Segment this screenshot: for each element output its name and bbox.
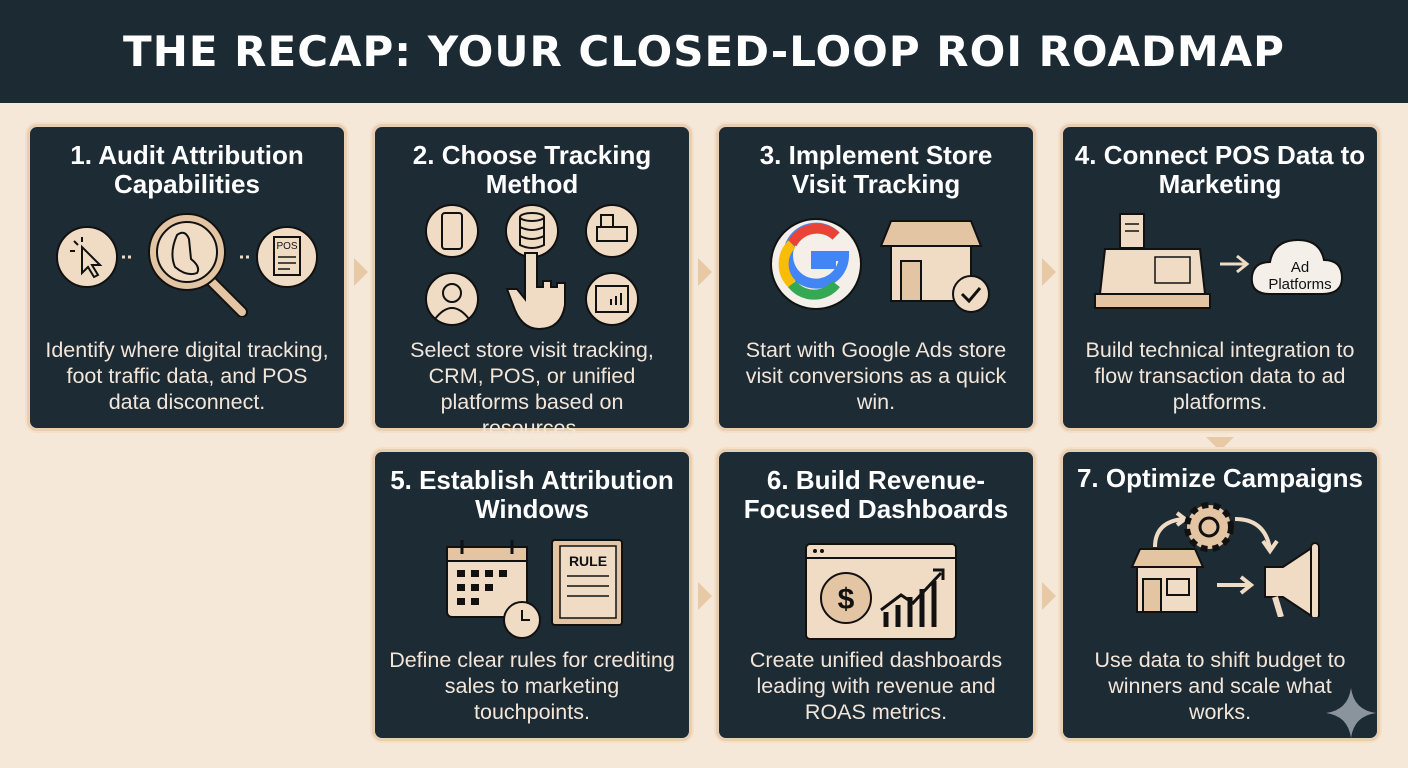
header: THE RECAP: YOUR CLOSED-LOOP ROI ROADMAP bbox=[0, 0, 1408, 103]
store-visit-icons bbox=[770, 218, 990, 313]
step-card-7: 7. Optimize Campaigns Use data to shift … bbox=[1060, 449, 1380, 741]
pointing-hand-icon bbox=[505, 252, 566, 331]
google-icon bbox=[770, 218, 862, 310]
rule-label: RULE bbox=[569, 553, 607, 569]
step-card-5: 5. Establish Attribution Windows RULE De… bbox=[372, 449, 692, 741]
tracking-method-icons bbox=[425, 204, 639, 331]
step-description: Create unified dashboards leading with r… bbox=[749, 648, 1003, 724]
step-title: 5. Establish Attribution Windows bbox=[390, 465, 674, 524]
optimize-icons bbox=[1130, 502, 1320, 617]
page-title: THE RECAP: YOUR CLOSED-LOOP ROI ROADMAP bbox=[123, 27, 1285, 76]
dashboard-icon bbox=[585, 272, 639, 326]
sparkle-icon bbox=[1326, 688, 1376, 738]
flow-arrow bbox=[698, 258, 712, 286]
step-description: Define clear rules for crediting sales t… bbox=[389, 648, 675, 724]
calendar-clock-icon bbox=[446, 540, 541, 639]
ad-label: Ad bbox=[1291, 259, 1309, 276]
person-icon bbox=[425, 272, 479, 326]
flow-arrow bbox=[1042, 258, 1056, 286]
cursor-icon bbox=[56, 226, 118, 288]
svg-text:$: $ bbox=[838, 583, 855, 616]
store-check-icon bbox=[879, 220, 990, 313]
store-icon bbox=[1130, 548, 1205, 613]
cash-register-icon bbox=[585, 204, 639, 258]
step-title: 2. Choose Tracking Method bbox=[412, 140, 652, 199]
dashboard-icons: $ bbox=[805, 543, 957, 640]
step-title: 3. Implement Store Visit Tracking bbox=[759, 140, 993, 199]
rule-book-icon: RULE bbox=[551, 539, 623, 626]
pos-receipt-icon: POS bbox=[256, 226, 318, 288]
step-card-6: 6. Build Revenue-Focused Dashboards $ Cr… bbox=[716, 449, 1036, 741]
step-card-3: 3. Implement Store Visit Tracking Start … bbox=[716, 124, 1036, 431]
pos-label: POS bbox=[276, 241, 297, 252]
step-card-1: 1. Audit Attribution Capabilities POS Id… bbox=[27, 124, 347, 431]
step-description: Use data to shift budget to winners and … bbox=[1094, 648, 1346, 724]
dollar-dashboard-icon: $ bbox=[805, 543, 957, 640]
step-description: Identify where digital tracking, foot tr… bbox=[45, 338, 329, 414]
cash-register-icon bbox=[1094, 213, 1211, 309]
flow-arrow bbox=[1042, 582, 1056, 610]
flow-arrow bbox=[354, 258, 368, 286]
database-icon bbox=[505, 204, 559, 258]
audit-icons: POS bbox=[56, 213, 318, 317]
phone-icon bbox=[425, 204, 479, 258]
step-title: 4. Connect POS Data to Marketing bbox=[1074, 140, 1366, 199]
step-title: 6. Build Revenue-Focused Dashboards bbox=[743, 465, 1009, 524]
step-title: 1. Audit Attribution Capabilities bbox=[70, 140, 304, 199]
step-description: Build technical integration to flow tran… bbox=[1085, 338, 1355, 414]
flow-arrow-down bbox=[1206, 437, 1234, 451]
growth-chart-icon bbox=[880, 568, 945, 627]
footprint-magnifier-icon bbox=[148, 213, 248, 317]
platforms-label: Platforms bbox=[1268, 276, 1331, 293]
arrow-right-icon bbox=[1220, 254, 1250, 274]
step-title: 7. Optimize Campaigns bbox=[1076, 463, 1364, 493]
gear-icon bbox=[1184, 502, 1234, 552]
step-card-2: 2. Choose Tracking Method Select store v… bbox=[372, 124, 692, 440]
megaphone-icon bbox=[1264, 542, 1320, 617]
flow-arrow bbox=[698, 582, 712, 610]
attribution-window-icons: RULE bbox=[446, 539, 623, 639]
step-description: Start with Google Ads store visit conver… bbox=[745, 338, 1007, 414]
step-description: Select store visit tracking, CRM, POS, o… bbox=[410, 338, 654, 440]
